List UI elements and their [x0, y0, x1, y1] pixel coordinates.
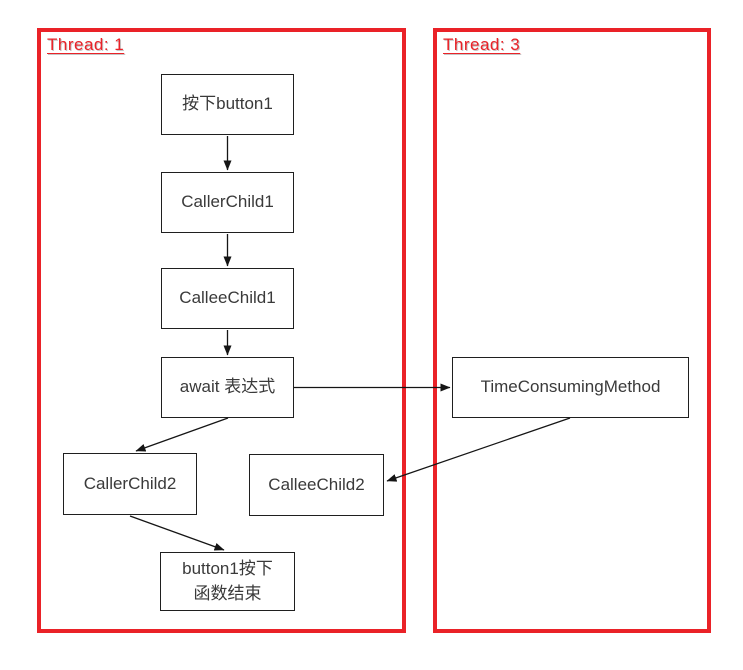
node-callee-child2: CalleeChild2	[249, 454, 384, 516]
node-caller-child2: CallerChild2	[63, 453, 197, 515]
node-button1-end-line2: 函数结束	[193, 583, 262, 603]
node-caller-child2-label: CallerChild2	[83, 473, 177, 493]
node-await-expression-label: await 表达式	[179, 377, 276, 397]
thread3-container: Thread: 3	[433, 28, 711, 633]
node-time-consuming-method: TimeConsumingMethod	[452, 357, 689, 418]
node-press-button1: 按下button1	[161, 74, 294, 135]
node-callee-child1: CalleeChild1	[161, 268, 294, 329]
thread1-label: Thread: 1	[47, 35, 125, 54]
thread1-container: Thread: 1	[37, 28, 406, 633]
node-caller-child1-label: CallerChild1	[181, 192, 274, 212]
thread3-label: Thread: 3	[443, 35, 521, 54]
node-press-button1-label: 按下button1	[182, 94, 273, 114]
node-callee-child1-label: CalleeChild1	[179, 288, 276, 308]
node-button1-end: button1按下 函数结束	[160, 552, 295, 611]
node-await-expression: await 表达式	[161, 357, 294, 418]
node-time-consuming-method-label: TimeConsumingMethod	[480, 377, 661, 397]
node-button1-end-line1: button1按下	[182, 558, 273, 578]
node-caller-child1: CallerChild1	[161, 172, 294, 233]
node-callee-child2-label: CalleeChild2	[268, 474, 365, 494]
